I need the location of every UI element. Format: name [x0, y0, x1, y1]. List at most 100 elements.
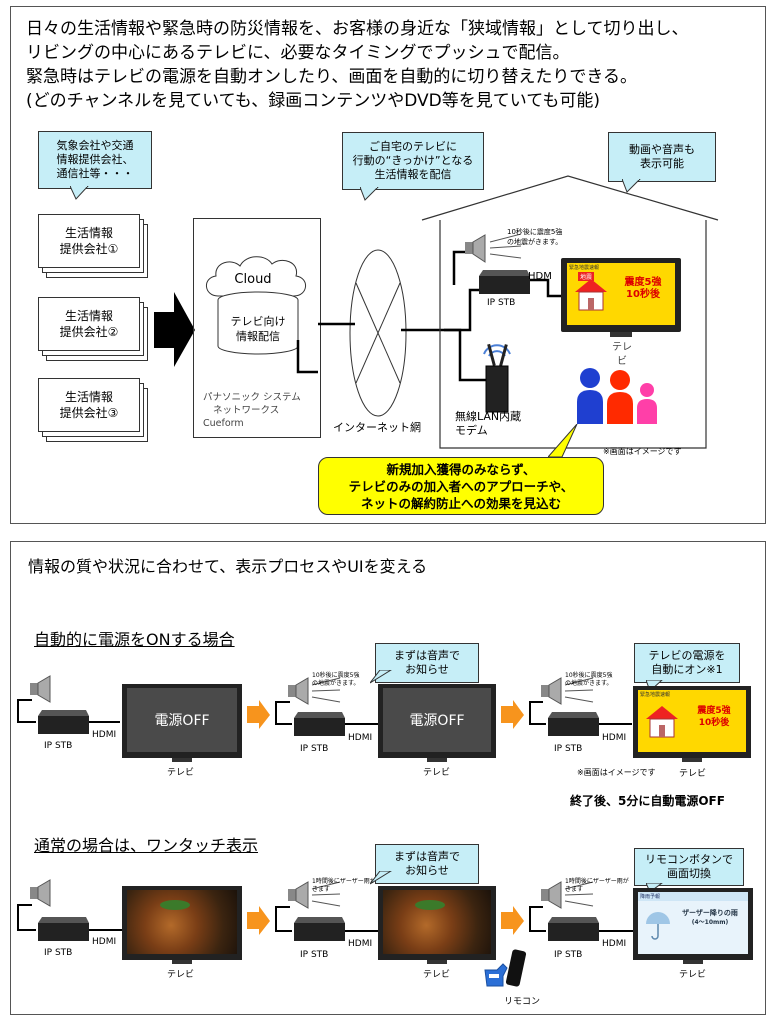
orange-arrow-icon: [501, 700, 524, 729]
callout-line: 通信社等・・・: [56, 167, 134, 180]
hdmi-label: HDM: [528, 271, 552, 282]
speaker-line: きます: [565, 886, 584, 893]
food-garnish: [415, 900, 445, 910]
tv-screen-off: [383, 688, 491, 752]
callout-tail: [70, 186, 89, 200]
tv-stand: [172, 960, 192, 964]
callout-line: リモコンボタンで: [645, 853, 733, 866]
orange-arrow-icon: [247, 906, 270, 935]
remote-label: リモコン: [504, 997, 541, 1007]
hdmi-label: HDMI: [602, 939, 627, 949]
food-garnish: [160, 900, 190, 910]
tv-label: テレ ビ: [612, 341, 632, 369]
speaker-line: の地震がきます。: [312, 680, 360, 687]
callout-line: ご自宅のテレビに: [369, 140, 457, 153]
company-line: パナソニック システム: [203, 392, 301, 403]
tv-screen-off: [127, 688, 237, 752]
hdmi-label: HDMI: [348, 939, 373, 949]
speaker-line: 1時間後にザーザー雨が: [312, 878, 376, 885]
callout-line: まずは音声で: [394, 850, 460, 863]
tv-label: テレビ: [167, 970, 195, 980]
speaker-icon: [288, 881, 341, 909]
speaker-icon: [288, 677, 341, 705]
hdmi-label: HDMI: [348, 733, 373, 743]
callout-line: テレビのみの加入者へのアプローチや、: [348, 478, 574, 494]
provider-label: 生活情報: [64, 309, 113, 323]
stb-device-icon: [38, 917, 89, 941]
tv-stand: [683, 960, 703, 964]
speaker-icon: [465, 234, 522, 263]
speaker-line: の地震がきます。: [565, 680, 613, 687]
speaker-line: 10秒後に震度5強: [565, 672, 613, 679]
stb-device-icon: [294, 917, 345, 941]
alert-main: 震度5強 10秒後: [612, 277, 674, 301]
speaker-line: きます: [312, 886, 331, 893]
modem-line: モデム: [455, 424, 488, 437]
stb-label: IP STB: [44, 741, 73, 751]
family-icon: [577, 368, 657, 424]
cloud-icon: [206, 256, 306, 355]
alert-line: 10秒後: [626, 289, 660, 300]
callout-line: 自動にオン※1: [651, 663, 723, 676]
image-note: ※画面はイメージです: [603, 447, 682, 456]
speaker-line: の地震がきます。: [507, 238, 563, 246]
callout-audio: まずは音声で お知らせ: [375, 643, 479, 683]
callout-line: 生活情報を配信: [374, 168, 452, 181]
tv-label: テレビ: [167, 768, 195, 778]
speaker-text: 10秒後に震度5強 の地震がきます。: [312, 672, 359, 688]
bottom-heading: 情報の質や状況に合わせて、表示プロセスやUIを変える: [28, 557, 428, 576]
callout-line: 表示可能: [640, 157, 684, 170]
hdmi-label: HDMI: [602, 733, 627, 743]
company-line: Cueform: [203, 418, 244, 429]
normal-heading: 通常の場合は、ワンタッチ表示: [34, 836, 259, 855]
callout-line: お知らせ: [405, 663, 449, 676]
stb-label: IP STB: [487, 298, 516, 308]
rain-main: ザーザー降りの雨 (4～10mm): [672, 908, 748, 928]
callout-kikkake: ご自宅のテレビに 行動の“きっかけ”となる 生活情報を配信: [342, 132, 484, 190]
modem-label: 無線LAN内蔵 モデム: [455, 410, 521, 438]
callout-line: お知らせ: [405, 864, 449, 877]
stb-device-icon: [38, 710, 89, 734]
callout-line: 画面切換: [667, 867, 711, 880]
modem-icon: [483, 343, 511, 413]
remote-icon[interactable]: [483, 948, 533, 990]
house-warning-icon: [575, 279, 607, 311]
db-label: テレビ向け 情報配信: [216, 314, 300, 344]
speaker-icon: [30, 675, 51, 703]
callout-remote: リモコンボタンで 画面切換: [634, 848, 744, 886]
rain-line: ザーザー降りの雨: [682, 909, 738, 917]
speaker-line: 10秒後に震度5強: [312, 672, 360, 679]
internet-label: インターネット網: [333, 421, 421, 434]
callout-audio: まずは音声で お知らせ: [375, 844, 479, 884]
company-line: ネットワークス: [213, 405, 280, 416]
stb-label: IP STB: [554, 744, 583, 754]
stb-device-icon: [479, 270, 530, 294]
alert-line: 震度5強: [697, 706, 731, 716]
tv-label: テレビ: [423, 970, 451, 980]
stb-label: IP STB: [300, 950, 329, 960]
provider-label: 提供会社③: [59, 406, 119, 420]
callout-line: 気象会社や交通: [56, 139, 134, 152]
auto-heading: 自動的に電源をONする場合: [34, 630, 235, 649]
alert-title: 緊急地震速報: [640, 692, 671, 698]
provider-label: 生活情報: [64, 390, 113, 404]
callout-tail: [622, 179, 641, 193]
callout-tail: [370, 871, 392, 885]
speaker-line: 1時間後にザーザー雨が: [565, 878, 629, 885]
stb-label: IP STB: [44, 948, 73, 958]
umbrella-icon: [646, 912, 670, 940]
intro-line-3: 緊急時はテレビの電源を自動オンしたり、画面を自動的に切り替えたりできる。: [26, 67, 637, 87]
cloud-label: Cloud: [234, 272, 272, 287]
stb-label: IP STB: [554, 950, 583, 960]
tv-line: ビ: [617, 356, 627, 367]
callout-line: 動画や音声も: [629, 143, 695, 156]
provider-label: 提供会社②: [59, 325, 119, 339]
db-line: テレビ向け: [230, 315, 286, 328]
db-line: 情報配信: [236, 330, 280, 343]
callout-tail: [360, 187, 379, 201]
speaker-text: 10秒後に震度5強 の地震がきます。: [507, 227, 562, 247]
company-label: パナソニック システム ネットワークス Cueform: [203, 391, 301, 430]
rain-title: 降雨予報: [640, 894, 661, 900]
auto-off-text: 終了後、5分に自動電源OFF: [570, 794, 725, 808]
